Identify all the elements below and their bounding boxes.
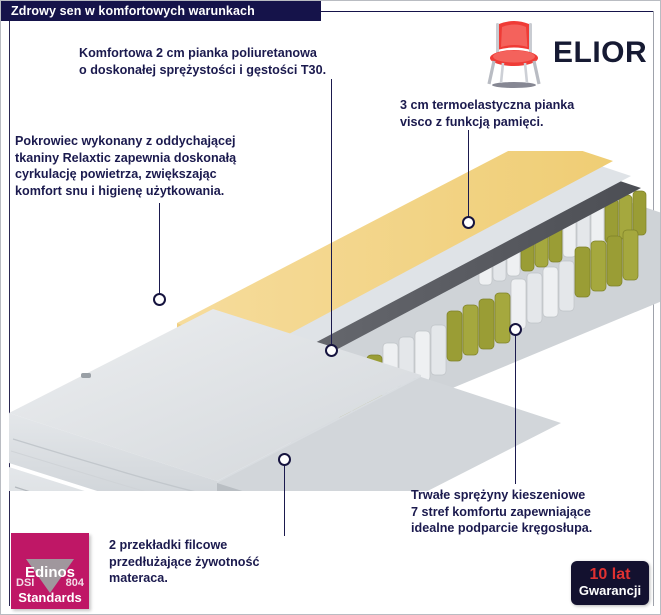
red-chair-icon [487,21,541,88]
callout-marker-springs [509,323,522,336]
leader-line-visco [468,130,470,223]
edinos-name: Edinos [24,563,75,581]
edinos-code: DSI 804 [11,577,89,589]
callout-marker-polyurethane [325,344,338,357]
banner-title: Zdrowy sen w komfortowych warunkach [11,4,255,18]
annotation-visco-foam: 3 cm termoelastyczna pianka visco z funk… [400,98,575,129]
edinos-certification-badge: Edinos DSI 804 Standards [11,533,89,609]
annotation-polyurethane-foam: Komfortowa 2 cm pianka poliuretanowa o d… [79,46,327,77]
edinos-code-left: DSI [16,577,35,589]
edinos-v-icon [26,559,74,593]
leader-line-cover [159,203,161,300]
leader-line-polyurethane [331,79,333,351]
leader-line-springs [515,332,517,484]
left-frame-rule [9,21,10,606]
callout-marker-visco [462,216,475,229]
leader-line-felt [284,460,286,536]
edinos-standards: Standards [18,590,82,605]
warranty-badge: 10 lat Gwarancji [571,561,649,605]
banner-tail-rule [321,11,654,12]
mattress-cutaway-illustration [9,151,660,491]
warranty-label: Gwarancji [578,582,642,598]
right-frame-rule [653,11,654,606]
annotation-pocket-springs: Trwałe sprężyny kieszeniowe 7 stref komf… [411,488,593,535]
brand-name: ELIOR [553,36,648,69]
zipper-icon [14,373,91,491]
warranty-years: 10 lat [589,566,631,584]
header-banner: Zdrowy sen w komfortowych warunkach [1,1,321,21]
brand-logo: ELIOR [483,15,653,91]
annotation-cover: Pokrowiec wykonany z oddychającej tkanin… [15,134,237,198]
callout-marker-cover [153,293,166,306]
callout-marker-felt [278,453,291,466]
edinos-code-right: 804 [65,577,84,589]
annotation-felt-layers: 2 przekładki filcowe przedłużające żywot… [109,538,260,585]
